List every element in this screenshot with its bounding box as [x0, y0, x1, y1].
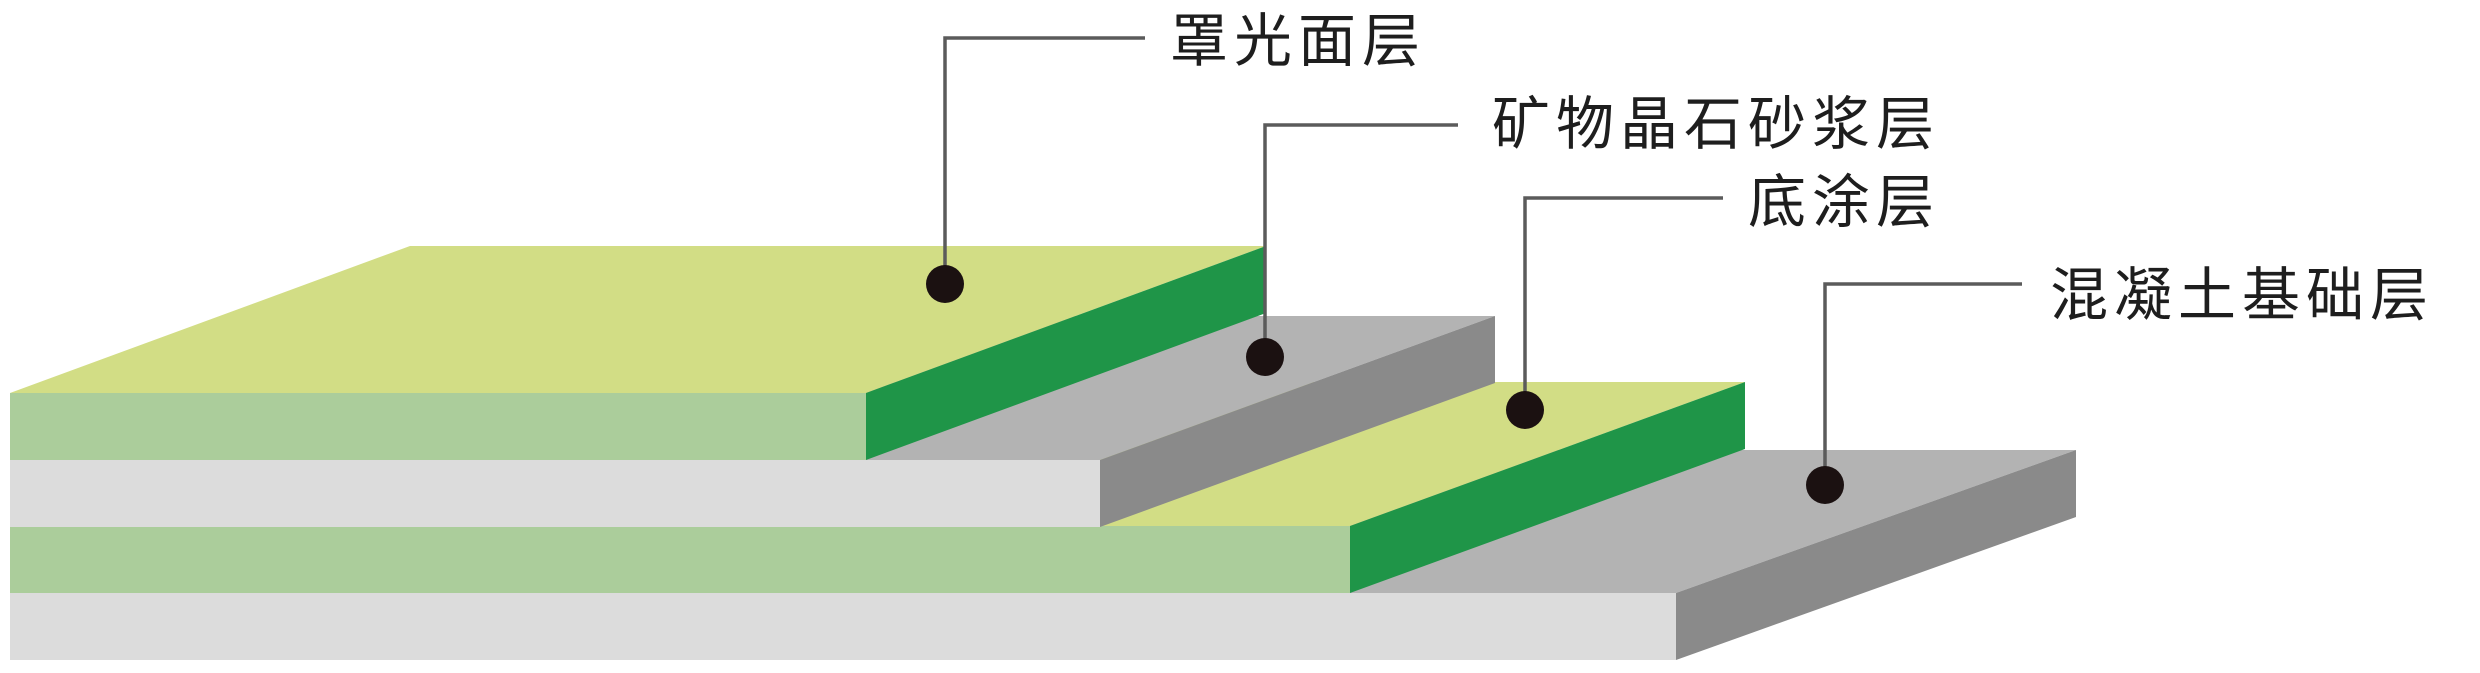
marker-dot-concrete [1806, 466, 1844, 504]
concrete-base-side-face [1676, 450, 2076, 660]
primer-layer-side-face [1350, 382, 1745, 593]
mortar-layer-side-face [1100, 316, 1495, 527]
topcoat-layer-front-face [10, 393, 866, 460]
leader-line-primer [1523, 196, 1723, 410]
leader-line-mortar [1263, 123, 1458, 357]
label-mortar: 矿物晶石砂浆层 [1492, 90, 1940, 158]
mortar-layer-front-face [10, 460, 1100, 527]
label-topcoat: 罩光面层 [1170, 7, 1426, 75]
label-concrete: 混凝土基础层 [2050, 261, 2434, 329]
topcoat-layer-side-face [866, 246, 1266, 460]
leader-line-topcoat [943, 36, 1145, 284]
leader-line-concrete [1823, 282, 2022, 485]
marker-dot-topcoat [926, 265, 964, 303]
label-primer: 底涂层 [1748, 168, 1940, 236]
concrete-base-front-face [10, 593, 1676, 660]
marker-dot-mortar [1246, 338, 1284, 376]
primer-layer-front-face [10, 526, 1350, 593]
marker-dot-primer [1506, 391, 1544, 429]
